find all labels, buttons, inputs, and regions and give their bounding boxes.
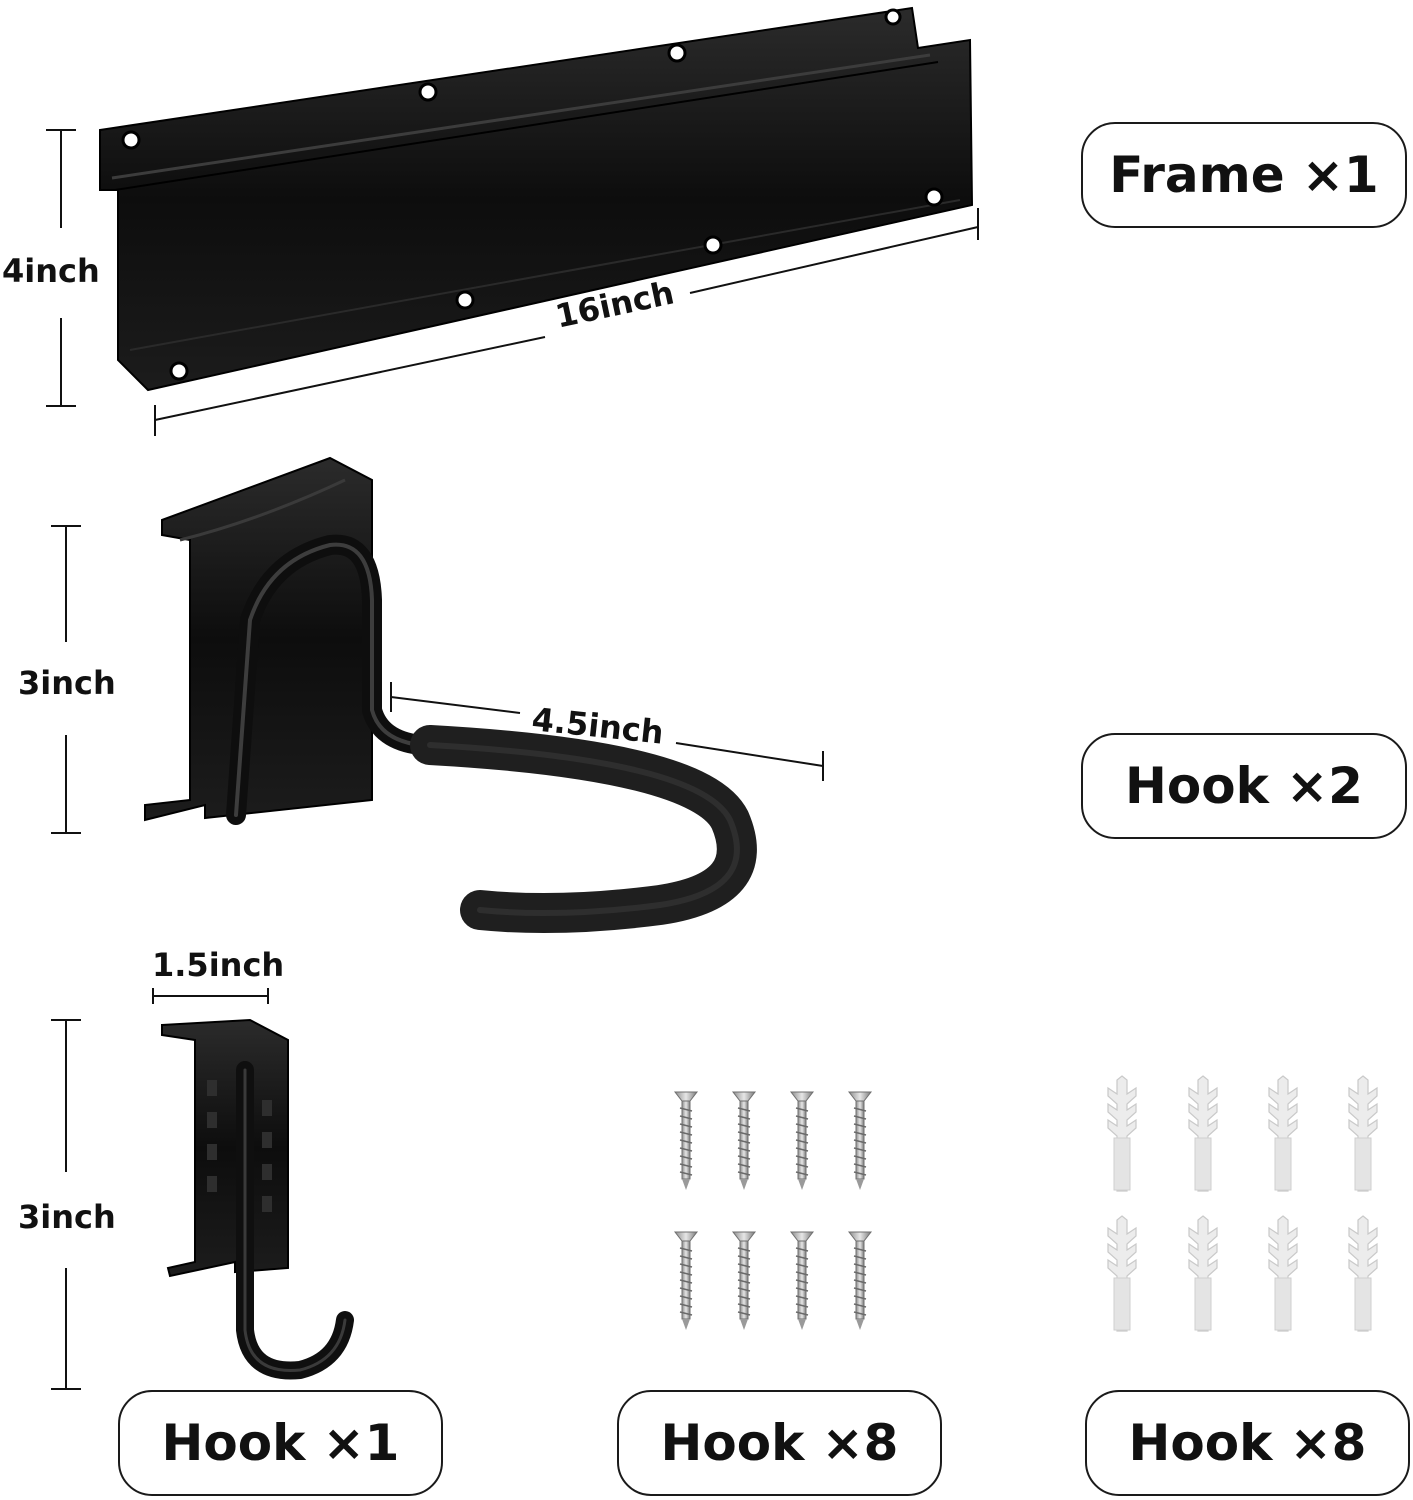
- large-hook-dimension-lines: [51, 525, 824, 834]
- small-hook-quantity-badge: Hook ×1: [118, 1390, 443, 1496]
- anchors-quantity-badge: Hook ×8: [1085, 1390, 1410, 1496]
- screws-quantity-badge: Hook ×8: [617, 1390, 942, 1496]
- large-hook-quantity-badge: Hook ×2: [1081, 733, 1407, 839]
- frame-plate: [99, 6, 974, 392]
- anchors-group: [1107, 1075, 1378, 1332]
- frame-height-label: 4inch: [2, 252, 100, 290]
- small-hook-height-label: 3inch: [18, 1198, 116, 1236]
- large-hook-height-label: 3inch: [18, 664, 116, 702]
- frame-dimension-lines: [46, 129, 979, 436]
- small-hook-dimension-lines: [51, 988, 269, 1390]
- screws-group: [674, 1091, 872, 1331]
- small-hook: [161, 1018, 354, 1380]
- small-hook-width-label: 1.5inch: [152, 946, 285, 984]
- large-hook: [144, 456, 757, 934]
- frame-quantity-badge: Frame ×1: [1081, 122, 1407, 228]
